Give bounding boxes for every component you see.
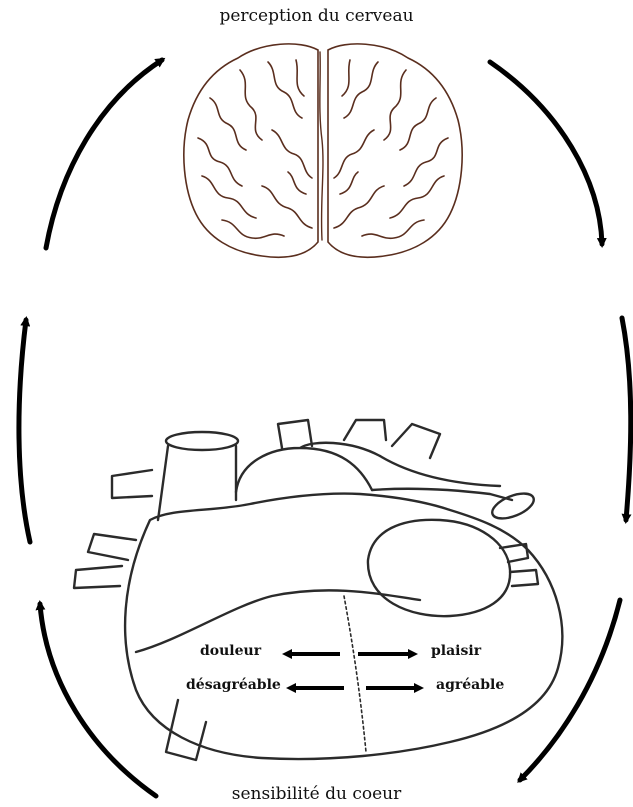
brain-perception-label: perception du cerveau bbox=[0, 6, 633, 26]
vena-cava-opening bbox=[166, 432, 238, 450]
pulmonary-vein-1 bbox=[112, 470, 152, 498]
pleasure-label: plaisir bbox=[431, 643, 481, 659]
cycle-arrow-top-right bbox=[490, 62, 602, 244]
aorta-tube bbox=[372, 456, 512, 500]
inferior-vena-cava bbox=[166, 700, 206, 760]
cycle-arrow-bottom-left bbox=[40, 604, 156, 796]
cycle-arrow-left-middle bbox=[19, 320, 30, 542]
heart-sensitivity-label: sensibilité du coeur bbox=[0, 784, 633, 804]
heart-body-outline bbox=[125, 494, 562, 759]
atrial-line bbox=[136, 590, 420, 652]
interventricular-septum bbox=[344, 596, 366, 752]
cycle-arrow-top-left bbox=[46, 60, 162, 248]
aortic-branch-3 bbox=[392, 424, 440, 458]
heart-illustration bbox=[74, 420, 562, 760]
cycle-arrow-bottom-right bbox=[520, 600, 620, 780]
aortic-arch bbox=[236, 443, 380, 492]
heart-arrows bbox=[286, 654, 420, 688]
pulmonary-vein-3 bbox=[74, 566, 122, 588]
cycle-arrows bbox=[19, 60, 631, 796]
cycle-arrow-right-middle bbox=[622, 318, 631, 520]
pain-label: douleur bbox=[200, 643, 261, 659]
aortic-branch-2 bbox=[344, 420, 386, 440]
unpleasant-label: désagréable bbox=[186, 677, 281, 693]
brain-illustration bbox=[184, 44, 462, 257]
brain-fissure bbox=[320, 52, 323, 240]
right-vessel-2 bbox=[510, 570, 538, 586]
pulmonary-vein-2 bbox=[88, 534, 136, 560]
aorta-opening bbox=[489, 488, 537, 523]
pleasant-label: agréable bbox=[436, 677, 504, 693]
left-atrium bbox=[368, 520, 510, 616]
